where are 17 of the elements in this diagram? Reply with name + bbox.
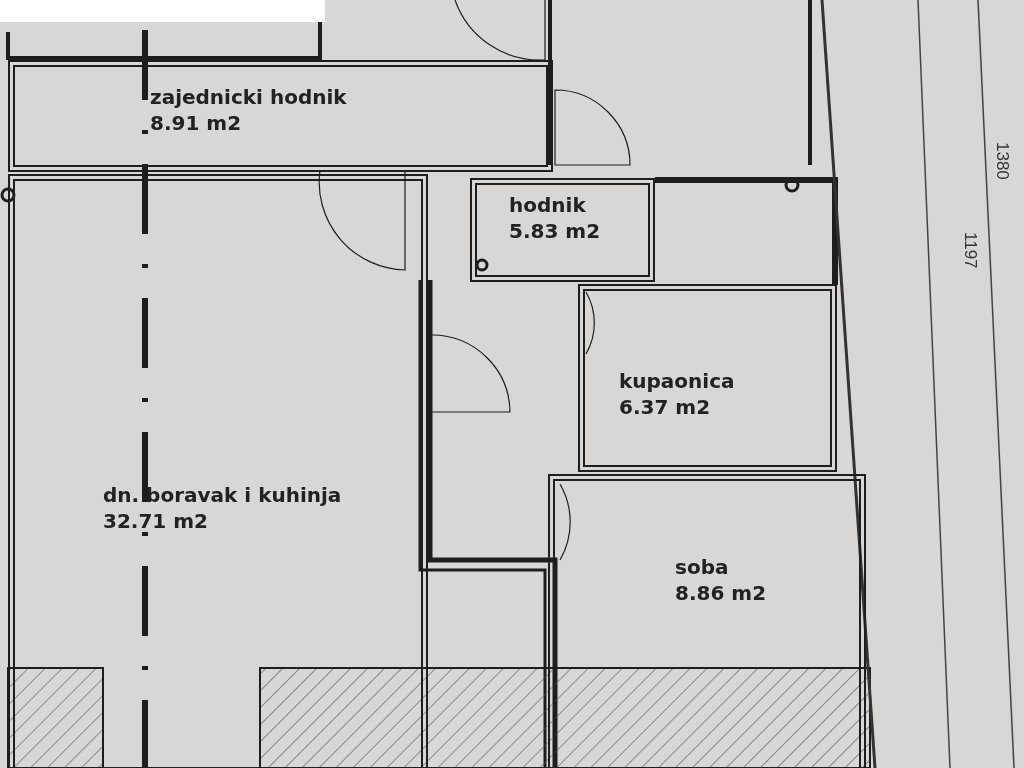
room-name: hodnik	[509, 193, 586, 217]
room-name: dn. boravak i kuhinja	[103, 483, 342, 507]
dimension-text: 1197	[960, 232, 980, 269]
room-outline	[470, 178, 655, 282]
room-area: 8.91 m2	[150, 111, 242, 135]
room-area: 32.71 m2	[103, 509, 208, 533]
dimension-text: 1380	[992, 142, 1012, 180]
room-area: 8.86 m2	[675, 581, 767, 605]
room-outline	[8, 60, 553, 172]
room-outline	[578, 284, 837, 472]
room-name: soba	[675, 555, 729, 579]
room-name: kupaonica	[619, 369, 735, 393]
room-name: zajednicki hodnik	[150, 85, 347, 109]
room-area: 6.37 m2	[619, 395, 711, 419]
room-outline	[8, 174, 428, 768]
room-outline	[548, 474, 866, 768]
room-area: 5.83 m2	[509, 219, 601, 243]
